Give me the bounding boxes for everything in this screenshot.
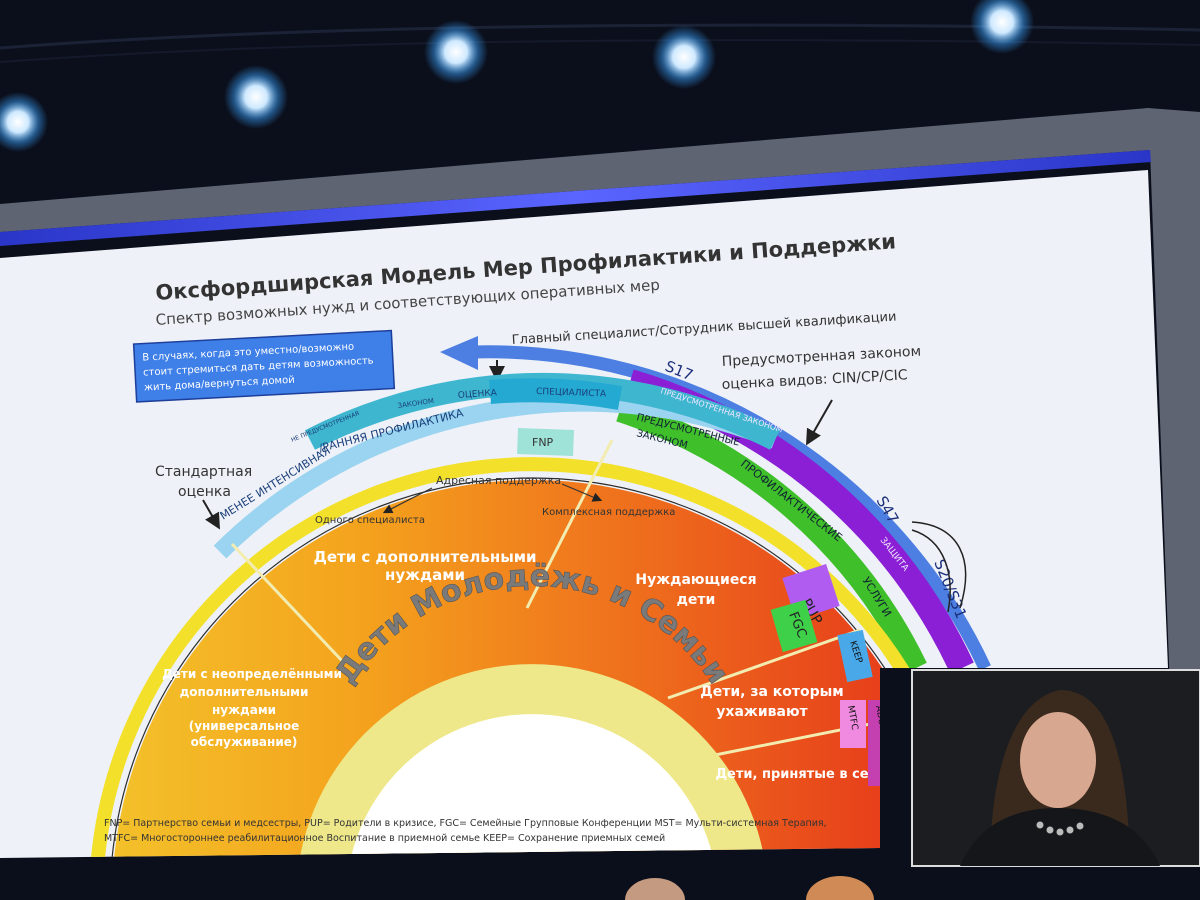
ring-assessment: ОЦЕНКА — [458, 388, 499, 401]
s47-connector-1 — [911, 521, 967, 609]
tag-keep — [837, 629, 873, 683]
statutory-pointer-arrow — [806, 399, 833, 446]
spotlight-3-icon — [424, 20, 488, 84]
seg-additional-line1: Дети с дополнительными — [313, 548, 536, 566]
footnote-line1: FNP= Партнерство семьи и медсестры, PUP=… — [104, 818, 827, 829]
spotlight-2-icon — [224, 65, 288, 129]
speaker-face — [1020, 712, 1096, 808]
audience-head-2 — [806, 876, 874, 900]
spotlight-4-icon — [652, 25, 716, 89]
seg-additional-line2: нуждами — [385, 566, 465, 584]
footnote-line2: MTFC= Многостороннее реабилитационное Во… — [104, 833, 665, 844]
one-specialist: Одного специалиста — [315, 515, 425, 526]
seg-undetermined-line3: нуждами — [212, 703, 276, 717]
tag-fnp-label: FNP — [532, 436, 554, 449]
green-band — [616, 398, 927, 674]
blue-arrow-head-icon — [440, 336, 478, 370]
speaker-video-inset — [911, 669, 1200, 867]
divider-1 — [230, 542, 347, 666]
targeted-support: Адресная поддержка — [436, 474, 561, 487]
targeted-arrow-left — [382, 487, 433, 514]
standard-pointer-arrow — [202, 499, 220, 530]
seg-undetermined-line5: обслуживание) — [191, 735, 298, 749]
seg-undetermined-line4: (универсальное — [189, 719, 300, 733]
tag-fnp — [517, 427, 574, 456]
divider-3 — [667, 628, 861, 700]
targeted-arrow-right — [561, 483, 603, 502]
screen-glow-strip — [0, 150, 1151, 246]
standard-label-line1: Стандартная — [155, 464, 252, 480]
tag-mtfc — [840, 700, 866, 748]
ring-specialist: СПЕЦИАЛИСТА — [536, 387, 607, 399]
s47-connector-2 — [911, 529, 951, 613]
seg-undetermined-line1: Дети с неопределёнными — [162, 667, 342, 681]
divider-2 — [525, 439, 614, 609]
home-box — [132, 329, 396, 403]
seg-needy-line2: дети — [677, 592, 716, 608]
speaker-body — [960, 808, 1160, 866]
spotlight-5-icon — [970, 0, 1034, 54]
complex-support: Комплексная поддержка — [542, 507, 675, 518]
seg-undetermined-line2: дополнительными — [180, 685, 309, 699]
cyan-band — [489, 378, 623, 410]
seg-adopted: Дети, принятые в семьи — [715, 767, 896, 782]
spotlight-1-icon — [0, 92, 48, 152]
audience-head-1 — [625, 878, 685, 900]
seg-needy-line1: Нуждающиеся — [635, 572, 756, 588]
seg-cared-line1: Дети, за которым — [700, 684, 844, 700]
yellow-rim — [89, 457, 912, 858]
seg-cared-line2: ухаживают — [716, 704, 808, 720]
tag-mtfc-label: MTFC — [845, 705, 859, 731]
standard-label-line2: оценка — [178, 484, 231, 500]
tag-fgc — [770, 599, 818, 653]
